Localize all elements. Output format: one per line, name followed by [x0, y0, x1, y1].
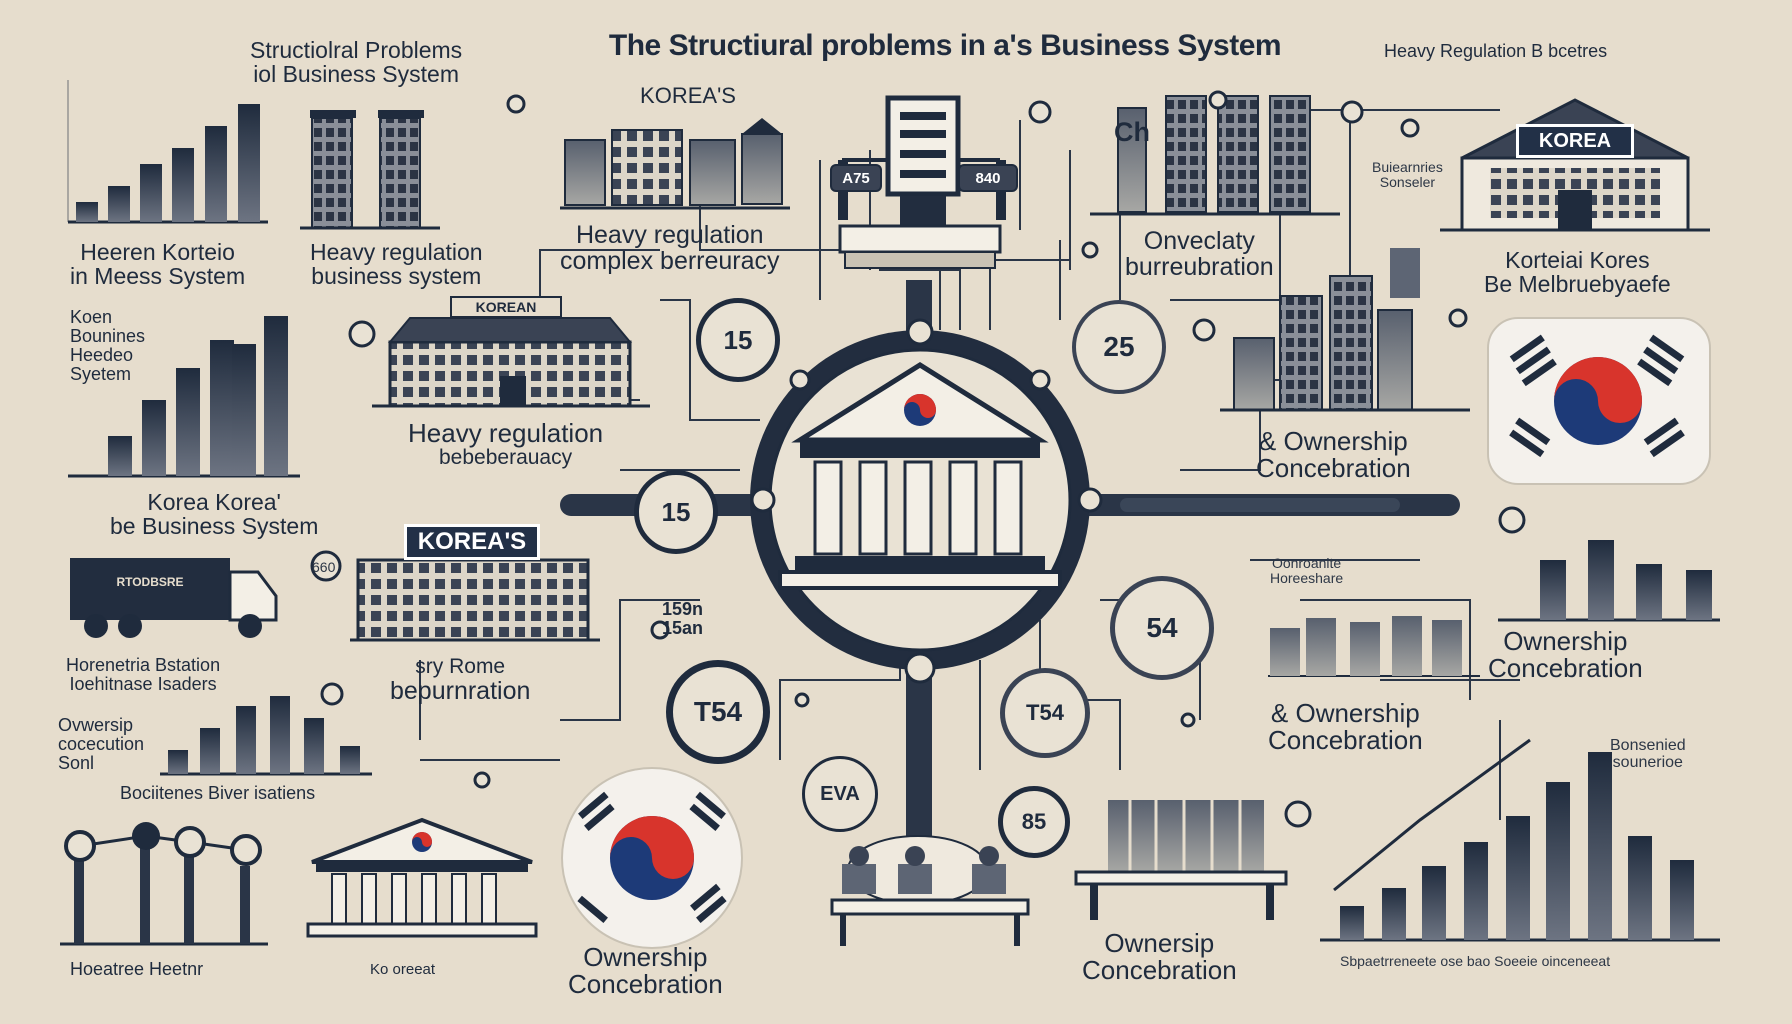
office-towers-top-right [1090, 95, 1340, 216]
korean-flag-bottom [561, 767, 743, 949]
bar-chart-right-mid [1498, 540, 1720, 622]
bar-chart-left-3 [160, 696, 372, 776]
node-chart-bottom-left [60, 822, 268, 946]
korea-office-block [372, 317, 650, 408]
page-title: The Structiural problems in a's Business… [608, 29, 1282, 62]
badge-t54-right: T54 [1000, 668, 1090, 758]
badge-25: 25 [1072, 300, 1166, 394]
growth-chart-bottom-right [1320, 738, 1720, 942]
korea-sign-right: KOREA [1516, 124, 1634, 158]
tag-a75: A75 [830, 164, 882, 192]
badge-15-upper: 15 [696, 298, 780, 382]
tag-840: 840 [958, 164, 1018, 192]
korean-flag-right [1487, 317, 1711, 485]
bar-chart-bench [1074, 800, 1288, 920]
central-government-emblem [750, 318, 1103, 684]
connector-lines [419, 109, 1520, 820]
korea-sign-top: KOREA'S [640, 83, 736, 108]
korea-scene-top [560, 118, 790, 210]
label-left-5b: Bociitenes Biver isatiens [120, 783, 316, 803]
office-buildings-top [300, 110, 440, 230]
label-bottom-left: Hoeatree Heetnr [70, 959, 204, 979]
badge-t54-left: T54 [666, 660, 770, 764]
bar-chart-left-2 [68, 316, 300, 478]
bar-chart-top-left [67, 80, 268, 224]
label-left-3: Korea Korea'be Business System [110, 489, 319, 540]
korea-building-top-right [1440, 98, 1710, 232]
temple-bottom-left [306, 817, 538, 938]
label-bottom-left-sign: Ko oreeat [370, 961, 436, 978]
badge-85: 85 [998, 786, 1070, 858]
tag-660: 660 [312, 559, 336, 575]
korea-sign-mid: KOREA'S [404, 524, 540, 560]
badge-15-left: 15 [634, 470, 718, 554]
tag-ch: Ch [1114, 117, 1150, 147]
truck [70, 558, 278, 638]
meeting-table-bottom [830, 835, 1030, 946]
korea-hq-building [350, 558, 600, 642]
badge-54: 54 [1110, 576, 1214, 680]
truck-sign: RTODBSRE [116, 575, 184, 589]
label-bottom-far-right: Sbpaetrreneete ose bao Soeeie oinceneeat [1340, 953, 1611, 969]
badge-eva: EVA [802, 756, 878, 832]
city-buildings-right [1220, 248, 1470, 412]
bar-chart-right-small [1268, 616, 1480, 677]
korean-building-sign: KOREAN [450, 296, 562, 318]
label-top-right-header: Heavy Regulation B bcetres [1384, 41, 1608, 61]
